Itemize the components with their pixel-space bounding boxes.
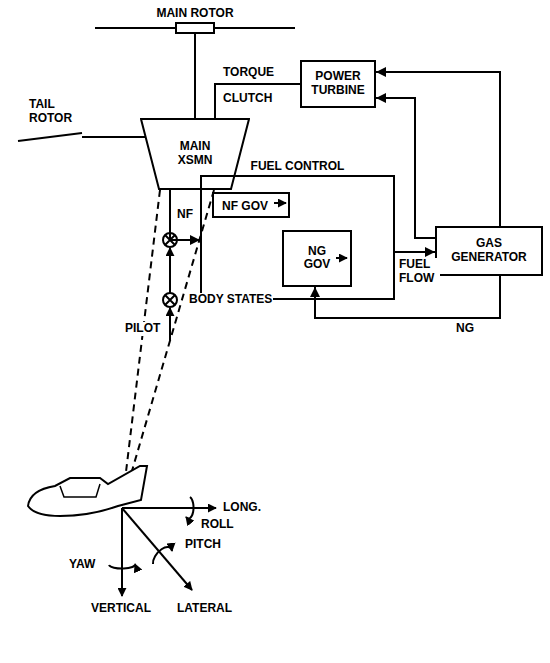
pilot-arrow xyxy=(169,308,171,340)
connector xyxy=(395,251,435,253)
rotor-hub: MAIN ROTOR xyxy=(175,22,215,34)
tail-drive-shaft xyxy=(82,136,145,138)
trapezoid-shape xyxy=(141,119,249,189)
signal-label: FUEL FLOW xyxy=(398,258,440,286)
tail-rotor-blade xyxy=(18,133,82,141)
signal-label: NF xyxy=(176,208,194,222)
axis-arrow xyxy=(121,508,123,596)
node-text-wrap: MAIN XSMN xyxy=(165,140,225,168)
connector xyxy=(194,34,196,118)
axis-label: LATERAL xyxy=(176,602,233,616)
rotation-curl xyxy=(153,547,172,564)
junction-cross xyxy=(165,295,175,305)
dashed-line xyxy=(122,190,160,505)
gov-arrow xyxy=(336,257,347,259)
node-text-wrap: POWER TURBINE xyxy=(306,70,370,98)
connector xyxy=(170,190,200,240)
connector xyxy=(376,98,435,238)
process-box: POWER TURBINE xyxy=(300,60,376,108)
signal-line xyxy=(169,248,171,293)
node-text-wrap: NF GOV xyxy=(222,196,268,214)
signal-label: BODY STATES xyxy=(188,293,273,307)
signal-label: NG xyxy=(455,322,475,336)
node-text-wrap: GAS GENERATOR xyxy=(449,237,529,265)
axis-label: YAW xyxy=(68,558,96,572)
node-label: GAS GENERATOR xyxy=(449,237,529,265)
helicopter-window xyxy=(60,484,100,497)
process-box: GAS GENERATOR xyxy=(435,226,543,276)
node-text-wrap: NG GOV xyxy=(300,245,334,273)
signal-label: PILOT xyxy=(124,322,161,336)
axis-label: VERTICAL xyxy=(90,602,152,616)
connector xyxy=(215,84,300,118)
node-label: NG GOV xyxy=(300,245,334,273)
axis-arrow xyxy=(122,508,192,590)
control-box: FUEL CONTROLNF GOVNG GOV xyxy=(200,175,395,300)
governor-box: NG GOV xyxy=(282,230,352,287)
node-heading: FUEL CONTROL xyxy=(249,160,347,174)
rotation-curl xyxy=(109,564,135,569)
node-label: POWER TURBINE xyxy=(306,70,370,98)
governor-box: NF GOV xyxy=(212,192,290,218)
node-heading: MAIN ROTOR xyxy=(154,7,235,21)
axis-label: ROLL xyxy=(200,518,235,532)
axis-label: PITCH xyxy=(184,538,222,552)
gov-arrow xyxy=(274,202,286,204)
signal-label: TORQUE xyxy=(222,66,275,80)
transmission-trapezoid: MAIN XSMN xyxy=(140,118,250,190)
part-label: CLUTCH xyxy=(222,92,273,106)
node-label: NF GOV xyxy=(222,200,268,214)
node-label: MAIN XSMN xyxy=(165,140,225,168)
part-label: TAIL ROTOR xyxy=(28,98,85,126)
summing-junction xyxy=(163,293,177,307)
rotation-curl xyxy=(186,497,194,519)
axis-arrow xyxy=(122,507,216,509)
axis-label: LONG. xyxy=(222,501,262,515)
